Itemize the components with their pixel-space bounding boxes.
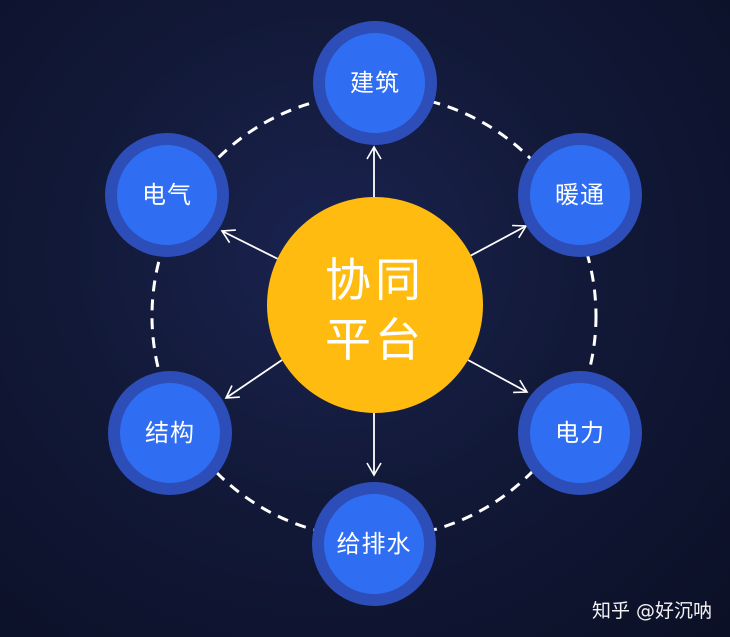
node-label-structure: 结构 <box>145 419 195 447</box>
node-label-hvac: 暖通 <box>555 181 605 209</box>
center-label: 协同 平台 <box>305 250 445 370</box>
node-label-electrical: 电气 <box>142 181 192 209</box>
node-label-plumbing: 给排水 <box>336 530 412 558</box>
arrow-to-power <box>467 359 529 394</box>
node-power <box>518 371 642 495</box>
node-plumbing <box>312 482 436 606</box>
node-electrical <box>105 133 229 257</box>
arrow-to-hvac <box>469 224 528 257</box>
watermark: 知乎 @好沉呐 <box>591 600 712 622</box>
center-label-line2: 平台 <box>325 313 425 367</box>
arrows <box>220 145 529 477</box>
node-hvac <box>518 133 642 257</box>
arrow-to-electrical <box>220 229 281 261</box>
node-architecture <box>313 21 437 145</box>
node-structure <box>108 371 232 495</box>
node-label-architecture: 建筑 <box>350 69 400 97</box>
center-label-line1: 协同 <box>325 253 425 307</box>
center-circle <box>267 197 483 413</box>
node-label-power: 电力 <box>555 419 605 447</box>
arrow-to-structure <box>224 359 283 399</box>
